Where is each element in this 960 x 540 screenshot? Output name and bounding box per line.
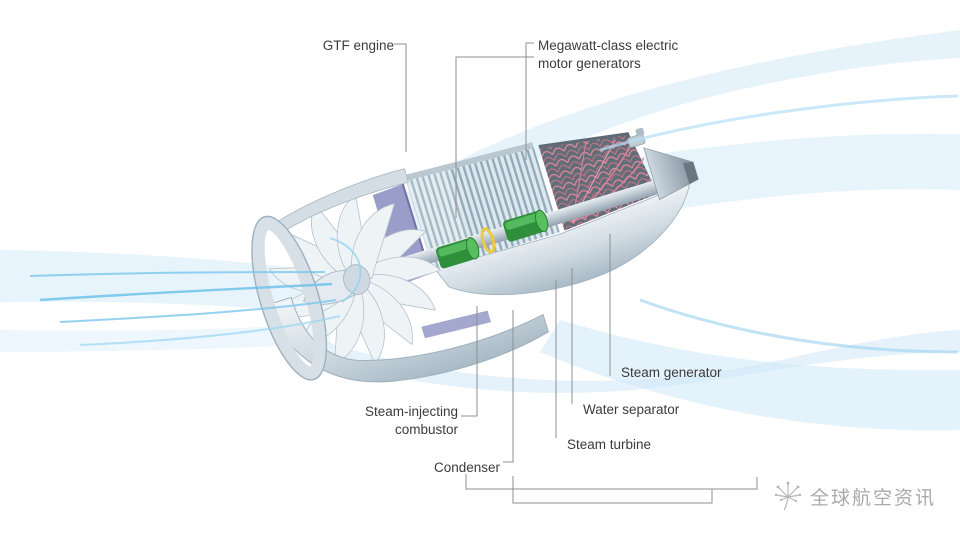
label-condenser: Condenser [434, 459, 500, 477]
label-water-separator: Water separator [583, 401, 679, 419]
core-lower-shell [434, 178, 691, 296]
label-motor-generators: Megawatt-class electric motor generators [538, 37, 678, 72]
engine-assembly [251, 127, 699, 383]
label-steam-turbine-text: Steam turbine [567, 437, 652, 452]
label-gtf-engine: GTF engine [323, 37, 394, 55]
label-motor-generators-line2: motor generators [538, 55, 641, 71]
bypass-ring-lower [421, 310, 492, 339]
label-gtf-engine-text: GTF engine [322, 38, 394, 53]
label-steam-turbine: Steam turbine [567, 436, 651, 454]
label-combustor-line2: combustor [394, 421, 458, 437]
watermark: 全球航空资讯 [773, 480, 936, 512]
inlet-lip [251, 216, 327, 380]
motor-generator-front [435, 237, 480, 269]
combustor-glow [480, 227, 496, 254]
label-motor-generators-line1: Megawatt-class electric [538, 38, 679, 53]
nacelle-cowl [251, 168, 549, 383]
label-steam-generator: Steam generator [621, 364, 722, 382]
label-combustor-line1: Steam-injecting [364, 404, 458, 419]
leader-lines [394, 42, 758, 504]
label-steam-injecting-combustor: Steam-injecting combustor [365, 403, 458, 438]
dandelion-logo-icon [774, 481, 802, 511]
watermark-text: 全球航空资讯 [809, 487, 936, 509]
motor-generator-rear [503, 209, 549, 242]
label-condenser-text: Condenser [433, 460, 500, 475]
airflow-streaks [29, 94, 959, 354]
label-water-separator-text: Water separator [583, 402, 680, 417]
label-steam-generator-text: Steam generator [621, 365, 722, 380]
